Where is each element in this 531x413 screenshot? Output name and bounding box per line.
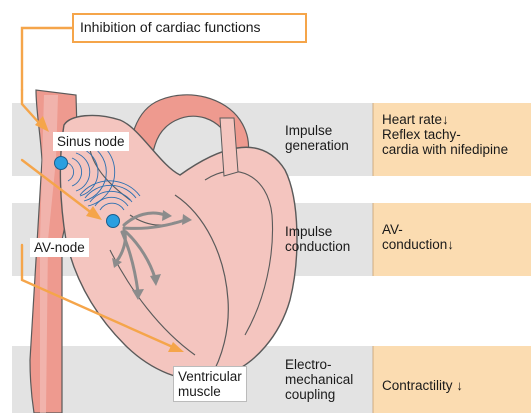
- effect-av-conduction: AV- conduction↓: [382, 222, 531, 252]
- av-node-label: AV-node: [30, 238, 89, 257]
- effect-contractility: Contractility ↓: [382, 378, 531, 393]
- sinus-node-dot: [55, 157, 68, 170]
- function-electromechanical-coupling: Electro- mechanical coupling: [285, 357, 353, 402]
- sinus-node-label: Sinus node: [53, 132, 129, 151]
- av-node-dot: [107, 215, 120, 228]
- ventricular-muscle-label: Ventricular muscle: [173, 366, 247, 402]
- function-impulse-conduction: Impulse conduction: [285, 224, 350, 254]
- effect-heart-rate: Heart rate↓ Reflex tachy- cardia with ni…: [382, 112, 531, 157]
- function-impulse-generation: Impulse generation: [285, 123, 349, 153]
- inhibition-title: Inhibition of cardiac functions: [80, 20, 261, 35]
